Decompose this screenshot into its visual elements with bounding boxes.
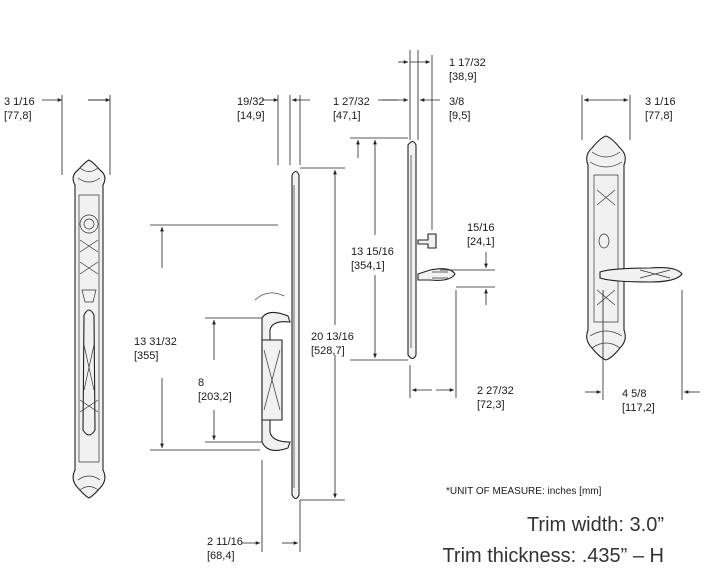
edge-view-dimensions: 1 17/32 [38,9] 3/8 [9,5] 13 15/16 [354,1… (350, 50, 514, 411)
lever-length-mm: [117,2] (622, 402, 655, 414)
handle-overall-inches: 13 31/32 (134, 336, 177, 348)
grip-length-inches: 8 (198, 377, 204, 389)
front-width-inches: 3 1/16 (4, 96, 35, 108)
lever-projection-mm: [72,3] (477, 399, 505, 411)
front-width-dimension: 3 1/16 [77,8] (4, 95, 111, 175)
plate-thickness-mm: [9,5] (449, 110, 470, 122)
edge-view-lever-trim (407, 140, 456, 360)
lever-projection-inches: 2 27/32 (477, 385, 514, 397)
grip-projection-inches: 2 11/16 (207, 536, 243, 548)
back-width-mm: [77,8] (645, 110, 673, 122)
grip-projection-mm: [68,4] (207, 550, 235, 562)
back-view-escutcheon (586, 135, 683, 361)
trim-thickness-label: Trim thickness: .435” – H (442, 545, 664, 567)
lever-length-inches: 4 5/8 (622, 388, 646, 400)
top-offset-inches: 1 17/32 (449, 57, 486, 69)
front-view-escutcheon (72, 159, 106, 499)
plate-height-inches: 20 13/16 (311, 331, 354, 343)
side-plate-width-inches: 1 27/32 (333, 96, 370, 108)
lever-spacing-mm: [354,1] (351, 260, 385, 272)
back-width-inches: 3 1/16 (645, 96, 676, 108)
grip-length-mm: [203,2] (198, 391, 232, 403)
plate-height-mm: [528,7] (311, 345, 345, 357)
unit-of-measure-note: *UNIT OF MEASURE: inches [mm] (446, 486, 602, 497)
side-projection-inches: 19/32 (237, 96, 265, 108)
back-view-dimensions: 3 1/16 [77,8] 4 5/8 [117,2] (581, 95, 700, 414)
thumbturn-to-lever-mm: [24,1] (467, 236, 495, 248)
plate-thickness-inches: 3/8 (449, 96, 464, 108)
thumbturn-to-lever-inches: 15/16 (467, 222, 495, 234)
lever-spacing-inches: 13 15/16 (351, 246, 394, 258)
side-view-dimensions: 19/32 [14,9] 1 27/32 [47,1] 13 31/32 [35… (134, 95, 408, 562)
front-width-mm: [77,8] (4, 110, 32, 122)
top-offset-mm: [38,9] (449, 71, 477, 83)
handle-overall-mm: [355] (134, 350, 158, 362)
trim-width-label: Trim width: 3.0” (526, 514, 664, 536)
side-view-handleset (254, 170, 300, 500)
side-projection-mm: [14,9] (237, 110, 265, 122)
side-plate-width-mm: [47,1] (333, 110, 361, 122)
